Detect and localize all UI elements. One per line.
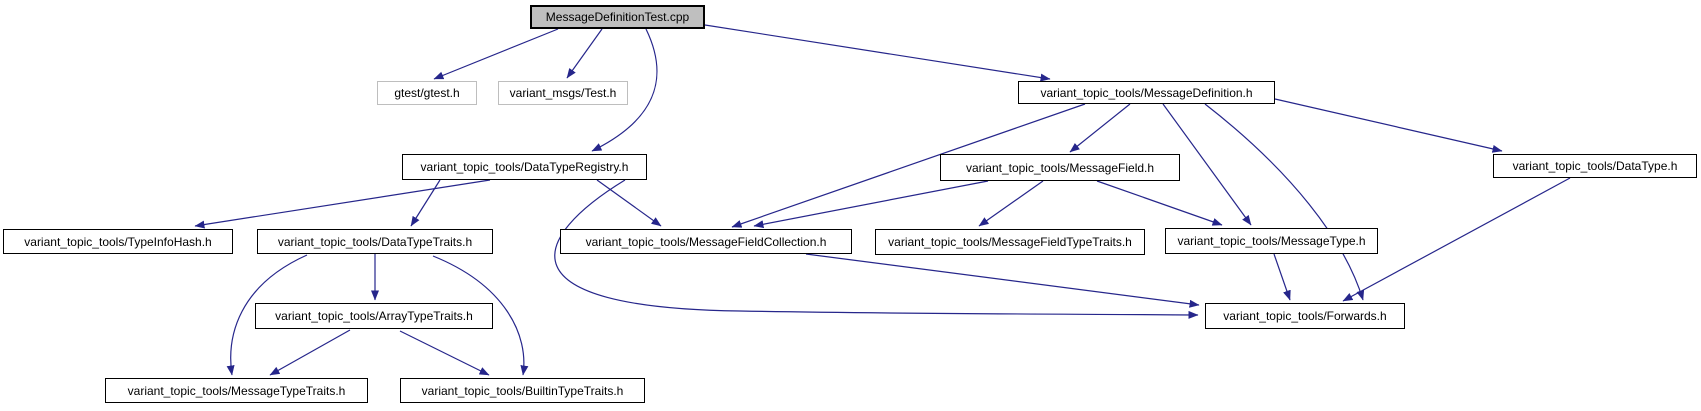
node-arraytt[interactable]: variant_topic_tools/ArrayTypeTraits.h	[255, 303, 493, 329]
edge-root-dtreg	[591, 28, 658, 152]
edge-msgfield-msgtype	[1096, 180, 1223, 226]
node-msgfield[interactable]: variant_topic_tools/MessageField.h	[940, 154, 1180, 181]
node-datatype[interactable]: variant_topic_tools/DataType.h	[1493, 154, 1697, 178]
node-dttraits[interactable]: variant_topic_tools/DataTypeTraits.h	[257, 229, 493, 254]
edge-arraytt-msgtt	[269, 329, 351, 376]
edge-msgdef-msgfield	[1069, 103, 1131, 153]
edge-dtreg-mfc	[596, 179, 662, 227]
node-msgdef[interactable]: variant_topic_tools/MessageDefinition.h	[1018, 81, 1275, 104]
edge-dtreg-dttraits	[410, 179, 441, 227]
node-typeinfohash[interactable]: variant_topic_tools/TypeInfoHash.h	[3, 229, 233, 254]
edge-dttraits-msgtt	[226, 254, 308, 376]
node-builtintt[interactable]: variant_topic_tools/BuiltinTypeTraits.h	[400, 378, 645, 403]
node-mftt[interactable]: variant_topic_tools/MessageFieldTypeTrai…	[875, 229, 1145, 255]
edge-msgdef-mfc	[731, 103, 1086, 228]
edge-root-testh	[566, 28, 603, 79]
edge-datatype-forwards	[1342, 177, 1571, 302]
edge-msgfield-mfc	[753, 180, 989, 229]
node-msgtype[interactable]: variant_topic_tools/MessageType.h	[1165, 228, 1378, 254]
edge-msgdef-msgtype	[1162, 103, 1252, 226]
edge-msgdef-forwards	[1204, 103, 1365, 301]
edge-root-gtest	[433, 28, 559, 80]
edge-msgfield-mftt	[978, 180, 1044, 227]
edge-msgdef-datatype	[1274, 98, 1503, 153]
node-testh: variant_msgs/Test.h	[498, 81, 628, 105]
node-forwards[interactable]: variant_topic_tools/Forwards.h	[1205, 303, 1405, 329]
node-gtest: gtest/gtest.h	[377, 81, 477, 105]
node-msgtt[interactable]: variant_topic_tools/MessageTypeTraits.h	[105, 378, 368, 403]
edge-root-msgdef	[704, 24, 1051, 82]
edge-dttraits-builtintt	[432, 255, 529, 376]
node-mfc[interactable]: variant_topic_tools/MessageFieldCollecti…	[560, 229, 852, 254]
node-dtreg[interactable]: variant_topic_tools/DataTypeRegistry.h	[402, 154, 647, 180]
edge-mfc-forwards	[805, 253, 1200, 308]
edge-arraytt-builtintt	[399, 330, 490, 376]
edge-dtreg-typeinfohash	[194, 179, 491, 229]
node-root: MessageDefinitionTest.cpp	[530, 5, 705, 29]
edge-msgtype-forwards	[1273, 253, 1291, 301]
